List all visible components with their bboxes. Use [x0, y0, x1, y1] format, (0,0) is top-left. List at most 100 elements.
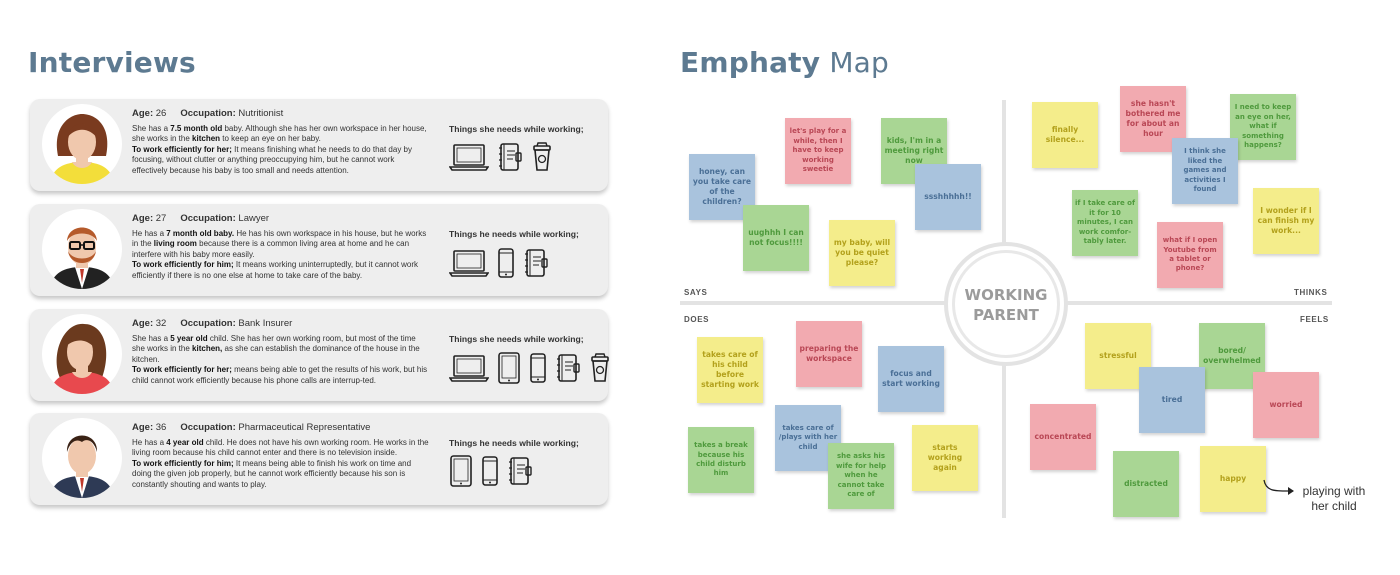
occupation-label: Occupation: [180, 318, 236, 329]
description-text: baby. Although she has her own workspace… [132, 124, 427, 144]
description-text: as she can establish the dominance of th… [132, 344, 420, 364]
sticky-note-text: takes care of /plays with her child [778, 423, 838, 451]
thinks-sticky-note: if I take care of it for 10 minutes, I c… [1072, 190, 1138, 256]
does-sticky-note: preparing the workspace [796, 321, 862, 387]
interviewee-meta: Age: 32 Occupation: Bank Insurer [132, 318, 292, 329]
description-text: It means finishing what he needs to do t… [132, 144, 412, 175]
planner-icon [555, 353, 581, 383]
phone-icon [481, 456, 499, 486]
sticky-note-text: takes care of his child before starting … [701, 349, 759, 390]
thinks-sticky-note: I need to keep an eye on her, what if so… [1230, 94, 1296, 160]
sticky-note-text: she asks his wife for help when he canno… [836, 452, 886, 499]
sticky-note-text: uughhh I can not focus!!!! [748, 227, 804, 247]
thinks-sticky-note: I think she liked the games and activiti… [1172, 138, 1238, 204]
sticky-note-text: finally silence... [1045, 124, 1085, 144]
does-sticky-note: takes care of /plays with her child [775, 405, 841, 471]
interview-description: He has a 4 year old child. He does not h… [132, 438, 430, 490]
feels-sticky-note: distracted [1113, 451, 1179, 517]
sticky-note-text: I think she liked the games and activiti… [1183, 147, 1227, 194]
description-emphasis: kitchen [192, 134, 221, 144]
says-sticky-note: my baby, will you be quiet please? [829, 220, 895, 286]
description-emphasis: kitchen, [192, 344, 223, 354]
sticky-note-text: stressful [1099, 350, 1137, 360]
laptop-icon [449, 353, 489, 383]
center-label-line2: PARENT [973, 306, 1039, 324]
sticky-note-text: preparing the workspace [799, 343, 859, 363]
laptop-icon [449, 142, 489, 172]
needs-icons [449, 352, 611, 384]
planner-icon [523, 248, 549, 278]
sticky-note-text: starts working again [927, 442, 963, 473]
description-text: She has a [132, 124, 171, 133]
planner-icon [507, 456, 533, 486]
age-label: Age: [132, 213, 154, 224]
age-value: 32 [155, 318, 167, 329]
age-value: 27 [155, 213, 167, 224]
sticky-note-text: tired [1161, 394, 1183, 404]
quadrant-label-thinks: THINKS [1294, 288, 1328, 297]
quadrant-label-feels: FEELS [1300, 315, 1329, 324]
occupation-value: Nutritionist [238, 108, 284, 119]
description-text: It means working uninterruptedly, but it… [132, 260, 419, 280]
sticky-note-text: focus and start working [882, 368, 940, 388]
sticky-note-text: she hasn't bothered me for about an hour [1125, 98, 1181, 139]
needs-label: Things she needs while working; [449, 334, 584, 344]
sticky-note-text: kids, I'm in a meeting right now [884, 135, 944, 166]
tablet-icon [449, 455, 473, 487]
description-emphasis: To work efficiently for him; [132, 458, 234, 468]
occupation-value: Bank Insurer [238, 318, 293, 329]
needs-label: Things he needs while working; [449, 229, 579, 239]
sticky-note-text: honey, can you take care of the children… [692, 166, 752, 207]
sticky-note-text: I need to keep an eye on her, what if so… [1234, 103, 1292, 150]
thinks-sticky-note: what if I open Youtube from a tablet or … [1157, 222, 1223, 288]
says-sticky-note: ssshhhhh!! [915, 164, 981, 230]
feels-sticky-note: happy [1200, 446, 1266, 512]
age-value: 26 [155, 108, 167, 119]
sticky-note-text: worried [1269, 399, 1303, 409]
annotation-text: playing with her child [1302, 484, 1366, 513]
occupation-value: Lawyer [238, 213, 270, 224]
description-text: It means being able to finish his work o… [132, 458, 412, 489]
description-emphasis: 5 year old [170, 334, 208, 343]
needs-label: Things she needs while working; [449, 124, 584, 134]
description-text: child. He does not have his own working … [132, 438, 429, 458]
age-label: Age: [132, 108, 154, 119]
needs-icons [449, 142, 553, 172]
age-label: Age: [132, 318, 154, 329]
description-emphasis: 7 month old baby. [166, 229, 235, 238]
needs-icons [449, 455, 533, 487]
occupation-value: Pharmaceutical Representative [238, 422, 371, 433]
sticky-note-text: happy [1219, 473, 1247, 483]
interviews-title: Interviews [28, 46, 196, 79]
avatar [42, 418, 122, 498]
does-sticky-note: she asks his wife for help when he canno… [828, 443, 894, 509]
empathy-map-title: Emphaty Map [680, 46, 889, 79]
arrow-icon [1263, 479, 1294, 495]
needs-label: Things he needs while working; [449, 438, 579, 448]
interview-description: She has a 7.5 month old baby. Although s… [132, 124, 430, 176]
age-value: 36 [155, 422, 167, 433]
avatar [42, 209, 122, 289]
description-text: He has a [132, 438, 167, 447]
laptop-icon [449, 248, 489, 278]
description-emphasis: To work efficiently for her; [132, 144, 232, 154]
tablet-icon [497, 352, 521, 384]
says-sticky-note: let's play for a while, then I have to k… [785, 118, 851, 184]
does-sticky-note: takes care of his child before starting … [697, 337, 763, 403]
description-emphasis: 7.5 month old [170, 124, 223, 133]
interview-description: She has a 5 year old child. She has her … [132, 334, 430, 386]
description-text: means being able to get the results of h… [132, 365, 428, 385]
occupation-label: Occupation: [180, 108, 236, 119]
description-text: because there is a common living area at… [132, 239, 410, 259]
does-sticky-note: takes a break because his child disturb … [688, 427, 754, 493]
sticky-note-text: bored/ overwhelmed [1203, 345, 1261, 365]
coffee-cup-icon [589, 353, 611, 383]
sticky-note-text: concentrated [1034, 431, 1092, 441]
quadrant-label-says: SAYS [684, 288, 708, 297]
planner-icon [497, 142, 523, 172]
feels-sticky-note: concentrated [1030, 404, 1096, 470]
description-text: She has a [132, 334, 171, 343]
